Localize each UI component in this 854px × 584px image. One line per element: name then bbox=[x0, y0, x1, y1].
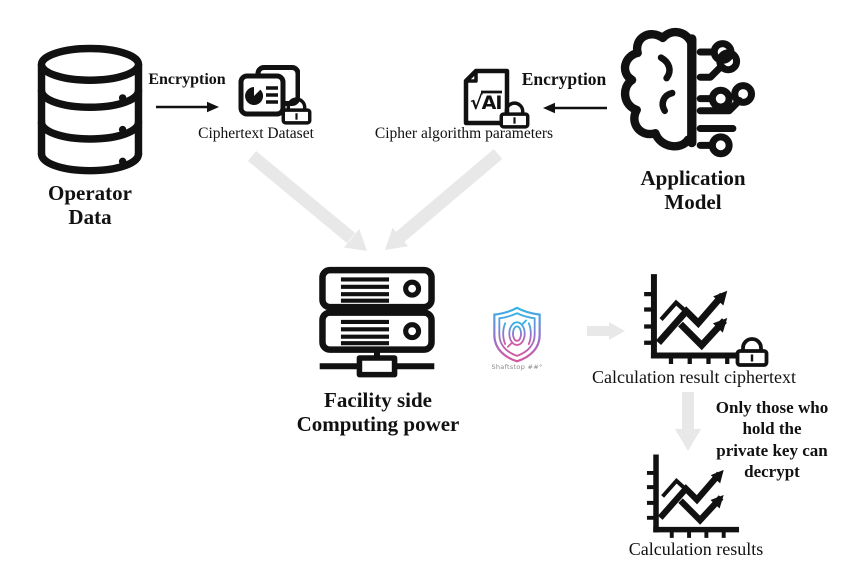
encryption-arrow-dataset bbox=[156, 101, 219, 113]
shield-logo bbox=[493, 306, 541, 363]
gray-arrow-right bbox=[587, 322, 625, 340]
ciphertext-dataset-icon bbox=[238, 65, 300, 117]
encryption-left-label: Encryption bbox=[148, 71, 226, 88]
circuit-nodes bbox=[696, 40, 756, 158]
result-lock-icon bbox=[735, 337, 769, 367]
calculation-result-ciphertext-label: Calculation result ciphertext bbox=[592, 367, 796, 387]
sqrt-ai-formula: √AI bbox=[470, 92, 501, 114]
pie-chart-glyph bbox=[245, 87, 264, 105]
result-chart-icon bbox=[646, 454, 740, 538]
ai-brain-icon bbox=[620, 27, 756, 158]
lock-icon bbox=[281, 97, 312, 125]
gray-arrow-left-converge bbox=[247, 150, 367, 251]
facility-label: Facility side Computing power bbox=[296, 388, 460, 436]
ciphertext-dataset-label: Ciphertext Dataset bbox=[198, 125, 314, 142]
cipher-params-doc-icon: √AI bbox=[463, 68, 510, 126]
database-icon bbox=[37, 44, 143, 175]
lock-icon bbox=[499, 101, 530, 129]
result-chart-locked-icon bbox=[644, 274, 744, 364]
encryption-arrow-model bbox=[543, 102, 607, 114]
private-key-note: Only those who hold the private key can … bbox=[715, 398, 829, 481]
shield-caption: Shaftstop ##° bbox=[491, 363, 543, 371]
encryption-right-label: Encryption bbox=[521, 69, 607, 89]
calculation-results-label: Calculation results bbox=[628, 539, 764, 559]
cipher-params-label: Cipher algorithm parameters bbox=[374, 125, 554, 142]
application-model-label: Application Model bbox=[640, 166, 746, 214]
gray-arrow-right-converge bbox=[385, 149, 503, 250]
operator-data-label: Operator Data bbox=[48, 181, 132, 229]
server-icon bbox=[319, 266, 435, 378]
gray-arrow-down bbox=[675, 392, 701, 451]
